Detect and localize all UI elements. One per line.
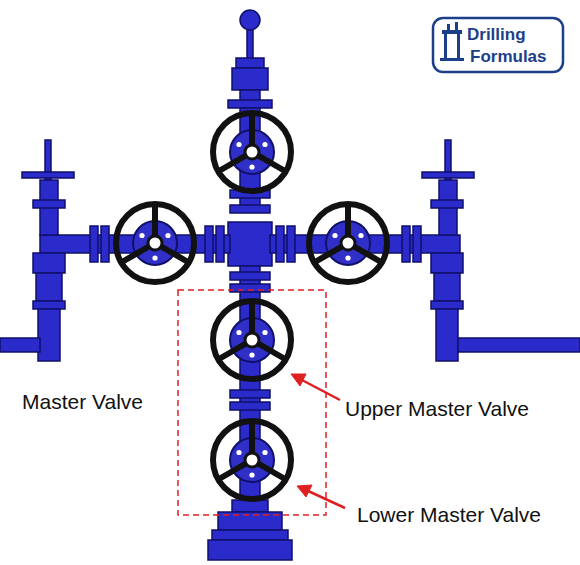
part-label: Master Valve — [22, 390, 143, 414]
logo-text: Formulas — [470, 47, 547, 67]
part-label: Upper Master Valve — [345, 397, 529, 421]
part-label: Lower Master Valve — [357, 503, 541, 527]
logo-text: Drilling — [467, 25, 526, 45]
